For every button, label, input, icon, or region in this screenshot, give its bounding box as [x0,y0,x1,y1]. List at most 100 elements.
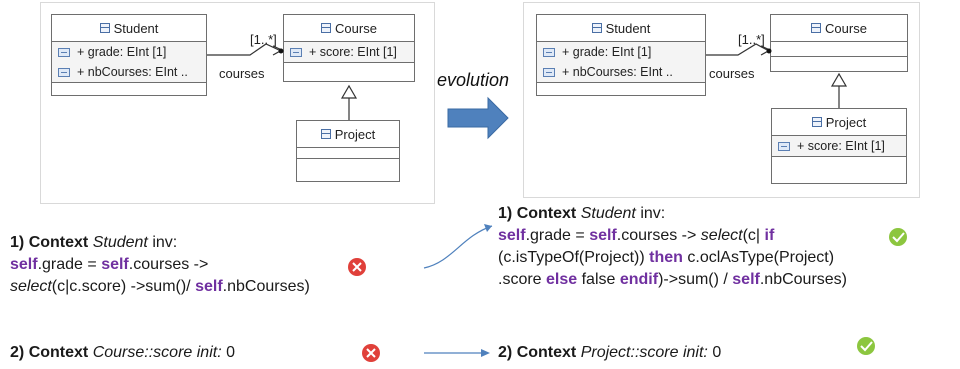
attribute-label: + nbCourses: EInt .. [562,65,673,79]
rule-text: .grade = [525,227,590,244]
then-keyword: then [649,249,683,266]
student-class-name: Student [113,20,159,36]
rule-text: .courses -> [616,227,701,244]
invariant-keyword: inv: [152,234,178,251]
init-value: 0 [226,344,236,361]
course-attributes: + score: EInt [1] [284,42,414,63]
project-class-name: Project [334,126,376,142]
self-keyword: self [10,256,38,273]
self-keyword: self [589,227,617,244]
self-keyword: self [195,278,223,295]
student-class-right[interactable]: Student + grade: EInt [1] + nbCourses: E… [536,14,706,96]
attribute-icon [290,47,302,57]
rule-text: .courses -> [128,256,209,273]
select-operation: select [700,227,743,244]
valid-check-icon [857,337,875,355]
context-keyword: Context [516,344,577,361]
association-line-left [207,43,284,56]
invalid-icon [348,258,366,276]
student-class-name: Student [605,20,651,36]
course-class-header: Course [284,15,414,42]
generalization-arrow-left [340,84,358,120]
rule-text: .nbCourses) [759,271,848,288]
multiplicity-label-left: [1..*] [250,32,277,47]
evolution-arrow-icon [447,96,509,140]
project-attributes: + score: EInt [1] [772,136,906,157]
ocl-right-rule-2: 2) Context Project::score init: 0 [498,342,721,364]
project-class-left[interactable]: Project [296,120,400,182]
attribute-label: + score: EInt [1] [309,45,397,59]
attribute-row[interactable]: + score: EInt [1] [772,136,906,156]
attribute-label: + nbCourses: EInt .. [77,65,188,79]
attribute-label: + score: EInt [1] [797,139,885,153]
evolution-label: evolution [437,70,510,90]
attribute-row[interactable]: + nbCourses: EInt .. [52,62,206,82]
attribute-label: + grade: EInt [1] [77,45,167,59]
course-class-name: Course [335,20,377,36]
course-class-header: Course [771,15,907,42]
role-label-right: courses [709,66,755,81]
rule-text: .nbCourses) [222,278,310,295]
context-name: Project::score [580,344,679,361]
rule-number: 1) [498,205,513,222]
student-class-left[interactable]: Student + grade: EInt [1] + nbCourses: E… [51,14,207,96]
attribute-icon [778,141,790,151]
rule-line: self.grade = self.courses -> [10,254,310,276]
attributes-compartment [771,42,907,57]
attribute-row[interactable]: + grade: EInt [1] [537,42,705,62]
invalid-icon [362,344,380,362]
rule-text: (c| [742,227,765,244]
attribute-row[interactable]: + nbCourses: EInt .. [537,62,705,82]
project-class-right[interactable]: Project + score: EInt [1] [771,108,907,184]
rule-text: (c|c.score) ->sum()/ [51,278,196,295]
rule-line: (c.isTypeOf(Project)) then c.oclAsType(P… [498,247,847,269]
context-name: Course::score [92,344,193,361]
class-icon [321,23,332,33]
rule-header: 1) Context Student inv: [498,203,847,225]
student-attributes: + grade: EInt [1] + nbCourses: EInt .. [52,42,206,83]
attributes-compartment [297,148,399,159]
attribute-icon [543,67,555,77]
straight-connector-arrow [424,349,490,357]
course-class-right[interactable]: Course [770,14,908,72]
student-attributes: + grade: EInt [1] + nbCourses: EInt .. [537,42,705,83]
association-line-right [706,43,772,56]
attribute-icon [58,47,70,57]
rule-line: select(c|c.score) ->sum()/ self.nbCourse… [10,276,310,298]
init-keyword: init: [682,344,708,361]
course-class-name: Course [825,20,867,36]
student-class-header: Student [537,15,705,42]
select-operation: select [10,278,52,295]
self-keyword: self [101,256,129,273]
context-name: Student [580,205,636,222]
rule-line: .score else false endif)->sum() / self.n… [498,269,847,291]
self-keyword: self [732,271,760,288]
init-keyword: init: [196,344,222,361]
context-keyword: Context [28,234,89,251]
init-value: 0 [712,344,722,361]
class-icon [811,117,822,127]
if-keyword: if [764,227,775,244]
rule-text: c.oclAsType(Project) [682,249,835,266]
class-icon [99,23,110,33]
rule-line: self.grade = self.courses -> select(c| i… [498,225,847,247]
rule-text: .grade = [37,256,102,273]
rule-header: 1) Context Student inv: [10,232,310,254]
class-icon [320,129,331,139]
rule-number: 1) [10,234,25,251]
class-icon [591,23,602,33]
context-name: Student [92,234,148,251]
valid-check-icon [889,228,907,246]
ocl-left-rule-1: 1) Context Student inv: self.grade = sel… [10,232,310,298]
role-label-left: courses [219,66,265,81]
attribute-row[interactable]: + grade: EInt [1] [52,42,206,62]
rule-text: (c.isTypeOf(Project)) [498,249,650,266]
endif-keyword: endif [619,271,659,288]
rule-text: false [577,271,620,288]
curved-connector-arrow [423,224,493,269]
course-class-left[interactable]: Course + score: EInt [1] [283,14,415,82]
ocl-right-rule-1: 1) Context Student inv: self.grade = sel… [498,203,847,291]
attribute-row[interactable]: + score: EInt [1] [284,42,414,62]
project-class-header: Project [297,121,399,148]
